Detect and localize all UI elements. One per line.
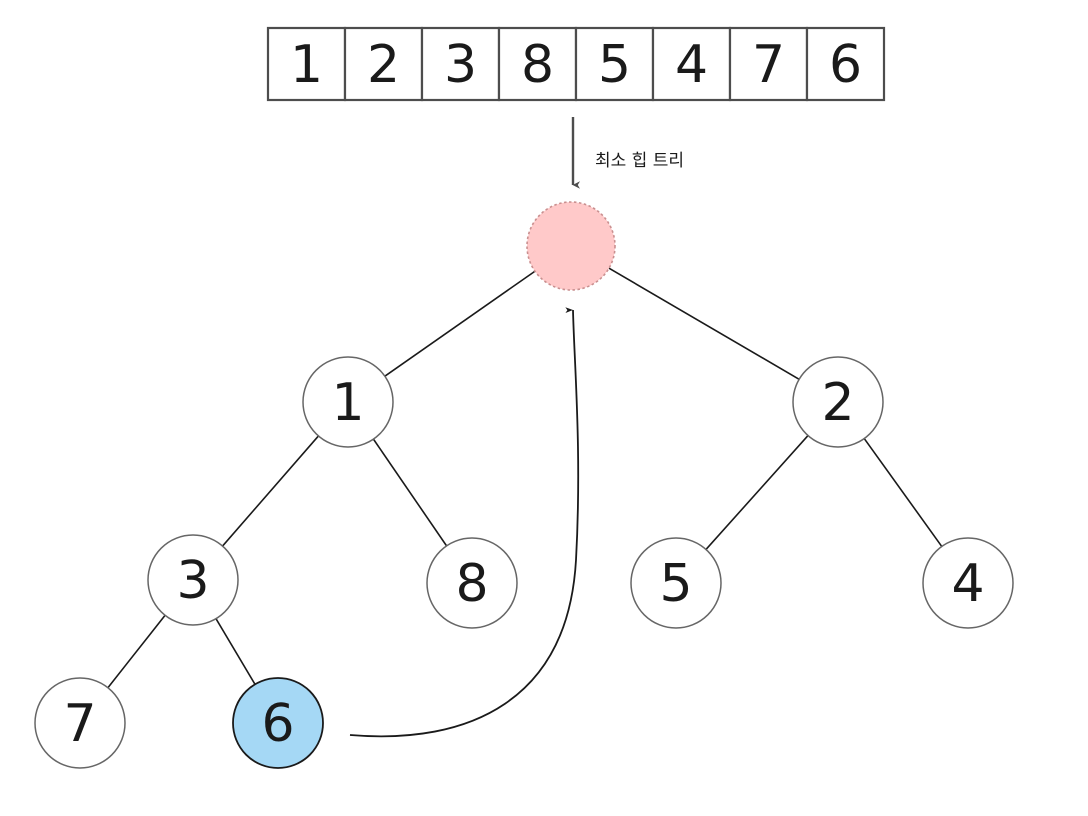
tree-edge: [863, 438, 943, 547]
tree-node-label-n2: 2: [821, 373, 854, 433]
array-cell: [266, 26, 347, 102]
tree-edge: [384, 270, 536, 377]
tree-edge: [608, 267, 800, 380]
tree-node-label-n3: 3: [176, 551, 209, 611]
array-cell-value: 3: [444, 35, 477, 95]
array-cell-value: 5: [598, 35, 631, 95]
tree-node-label-n8: 8: [455, 554, 488, 614]
array-cell: [651, 26, 732, 102]
tree-edges: [107, 267, 943, 689]
tree-edge: [221, 435, 320, 547]
flow-arrow-label: 최소 힙 트리: [595, 151, 685, 171]
tree-node-root[interactable]: [526, 201, 616, 291]
array-cell: [805, 26, 886, 102]
tree-nodes: 1 2 3 8 5 4 7 6: [34, 201, 1014, 769]
array-cell: [574, 26, 655, 102]
array-cell-value: 8: [521, 35, 554, 95]
tree-node-label-n1: 1: [331, 373, 364, 433]
tree-node-n1[interactable]: [302, 356, 394, 448]
tree-edge: [107, 614, 166, 689]
tree-node-n7[interactable]: [34, 677, 126, 769]
array-cell-value: 4: [675, 35, 708, 95]
array-cell-value: 6: [829, 35, 862, 95]
array-cell-value: 7: [752, 35, 785, 95]
tree-node-label-n4: 4: [951, 554, 984, 614]
promote-node-arrow-path: [349, 307, 580, 738]
array-cell: [343, 26, 424, 102]
tree-edge: [705, 434, 809, 551]
tree-node-label-n6: 6: [261, 694, 294, 754]
tree-node-label-n5: 5: [659, 554, 692, 614]
tree-node-label-n7: 7: [63, 694, 96, 754]
tree-node-n2[interactable]: [792, 356, 884, 448]
tree-node-n8[interactable]: [426, 537, 518, 629]
array-cell: [420, 26, 501, 102]
tree-node-n4[interactable]: [922, 537, 1014, 629]
tree-node-n3[interactable]: [147, 534, 239, 626]
array-cell: [728, 26, 809, 102]
tree-edge: [372, 438, 448, 547]
tree-node-n5[interactable]: [630, 537, 722, 629]
tree-node-n6[interactable]: [232, 677, 324, 769]
array-cell-value: 2: [367, 35, 400, 95]
array-cell-value: 1: [290, 35, 323, 95]
tree-edge: [215, 618, 256, 685]
promote-node-arrow: [349, 307, 580, 738]
